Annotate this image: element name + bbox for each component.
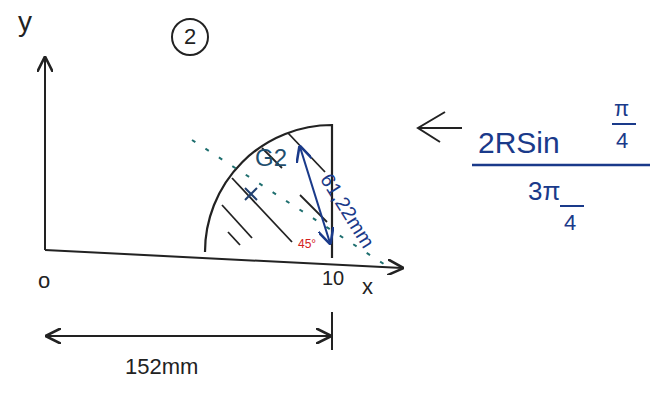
circled-number: 2 <box>171 18 209 56</box>
x-axis <box>45 250 402 268</box>
formula-text: 4 <box>564 212 576 234</box>
formula-text: π <box>614 98 629 120</box>
formula-text: 3π <box>528 178 560 204</box>
dimension-label: 61,22mm <box>317 170 378 251</box>
origin-label: o <box>38 270 50 292</box>
axis-label: y <box>18 8 32 36</box>
formula-text: 2RSin <box>478 128 560 158</box>
dimension-label: 152mm <box>125 356 198 378</box>
callout-number: 2 <box>184 26 196 48</box>
centroid-label: G2 <box>255 146 287 170</box>
point-label: 10 <box>322 268 344 288</box>
axis-label: x <box>362 276 373 298</box>
formula-text: 4 <box>616 130 628 152</box>
angle-label: 45° <box>298 238 316 250</box>
